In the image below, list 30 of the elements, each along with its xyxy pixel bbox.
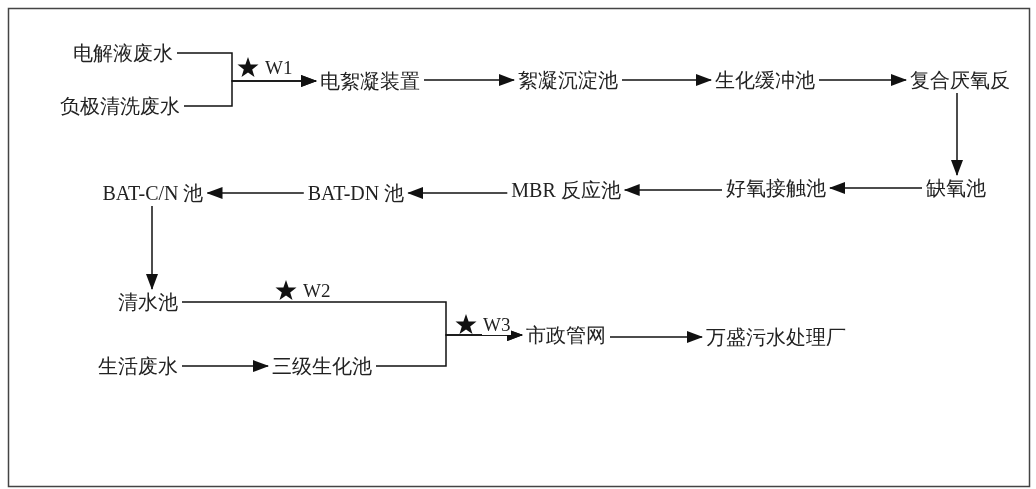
arrow xyxy=(146,205,158,290)
process-step: 好氧接触池 xyxy=(722,175,830,201)
arrow xyxy=(206,187,305,199)
process-step: 三级生化池 xyxy=(268,353,376,379)
arrow xyxy=(829,182,923,194)
arrow xyxy=(375,329,523,367)
process-step: MBR 反应池 xyxy=(507,177,625,203)
process-step: 清水池 xyxy=(114,289,182,315)
process-step: 电解液废水 xyxy=(69,40,177,66)
process-step: 生化缓冲池 xyxy=(711,67,819,93)
edge-label: W3 xyxy=(482,315,512,335)
arrow xyxy=(818,74,907,86)
arrow xyxy=(423,74,515,86)
process-step: 电絮凝装置 xyxy=(316,68,424,94)
arrow xyxy=(621,74,712,86)
process-step: 生活废水 xyxy=(94,353,182,379)
process-step: 市政管网 xyxy=(522,322,610,348)
process-step: 絮凝沉淀池 xyxy=(514,67,622,93)
arrow xyxy=(183,75,317,107)
arrow xyxy=(181,360,269,372)
process-step: 缺氧池 xyxy=(922,175,990,201)
process-step: 负极清洗废水 xyxy=(56,93,184,119)
process-step: 万盛污水处理厂 xyxy=(702,324,850,350)
process-step: BAT-C/N 池 xyxy=(98,180,208,206)
process-step: 复合厌氧反 xyxy=(906,67,1014,93)
arrow xyxy=(609,331,703,343)
arrow xyxy=(623,184,723,196)
arrow xyxy=(407,187,509,199)
arrow xyxy=(951,92,963,176)
process-step: BAT-DN 池 xyxy=(303,180,409,206)
